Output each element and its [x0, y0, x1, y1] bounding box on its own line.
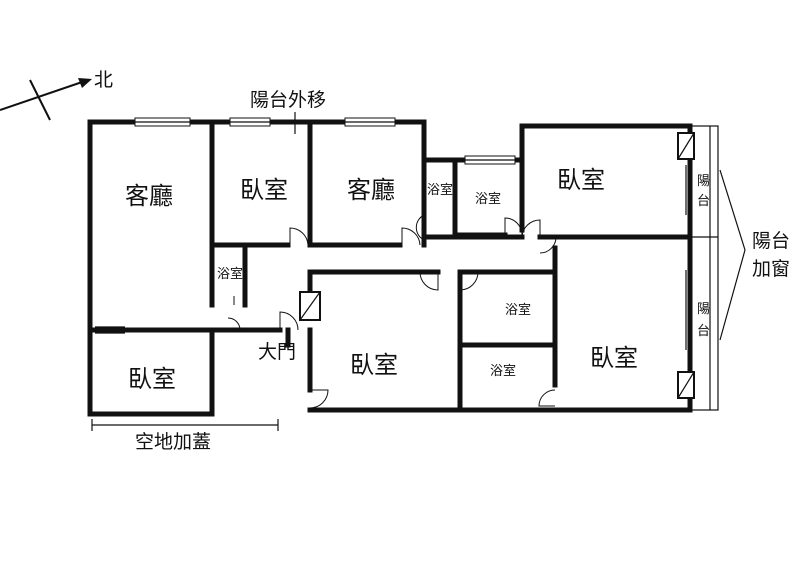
- room-balcony-top-1: 陽: [697, 174, 710, 189]
- windows: [95, 117, 516, 334]
- room-bath-left: 浴室: [217, 266, 243, 282]
- room-balcony-top-2: 台: [697, 194, 710, 209]
- room-bedroom-top-right: 臥室: [557, 166, 605, 194]
- compass-arrow-head: [78, 78, 92, 88]
- north-compass: 北: [0, 69, 113, 121]
- compass-cross-line: [29, 79, 51, 121]
- balcony-window-label-1: 陽台: [752, 230, 790, 252]
- balcony-moved-label: 陽台外移: [250, 89, 326, 111]
- room-bath-center-top: 浴室: [505, 302, 531, 318]
- room-balcony-bottom-2: 台: [697, 324, 710, 339]
- room-bedroom-center: 臥室: [350, 351, 398, 379]
- open-space-dimension: [91, 419, 279, 431]
- room-living-room-2: 客廳: [347, 176, 395, 204]
- room-bath-small-top: 浴室: [427, 182, 453, 198]
- room-balcony-bottom-1: 陽: [697, 302, 710, 317]
- balcony-window-label-2: 加窗: [752, 258, 790, 280]
- shaft-box: [299, 291, 321, 321]
- balcony-window-brace: [719, 169, 746, 341]
- room-living-room-1: 客廳: [125, 182, 173, 210]
- room-bath-center-bottom: 浴室: [490, 363, 516, 379]
- open-space-addition-label: 空地加蓋: [135, 431, 211, 453]
- room-bedroom-bottom-left: 臥室: [128, 365, 176, 393]
- balcony-strip: [677, 125, 719, 411]
- room-bath-top: 浴室: [475, 191, 501, 207]
- compass-arrow-line: [0, 79, 89, 111]
- main-door-label: 大門: [258, 341, 296, 363]
- room-bedroom-bottom-right: 臥室: [590, 344, 638, 372]
- north-label: 北: [94, 69, 113, 91]
- room-bedroom-1: 臥室: [240, 176, 288, 204]
- door-swings: [227, 214, 557, 409]
